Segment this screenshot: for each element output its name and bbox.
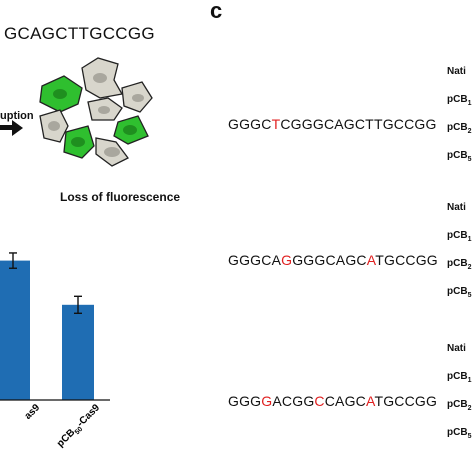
tick-label: pCB50-Cas9 [55, 402, 104, 451]
mutation-base: A [365, 393, 375, 409]
row-label: pCB5 [447, 150, 472, 163]
row-label: pCB1 [447, 94, 472, 107]
row-label: Nati [447, 202, 466, 213]
row-label: pCB2 [447, 258, 472, 271]
sequence-segment: TGCCGG [374, 393, 438, 409]
row-label: pCB1 [447, 371, 472, 384]
mutation-base: G [281, 252, 293, 268]
row-label: pCB2 [447, 399, 472, 412]
arrow-label: uption [0, 110, 34, 122]
mutation-base: T [271, 116, 281, 132]
sequence-segment: CAGC [324, 393, 366, 409]
bar [0, 260, 30, 400]
bar [62, 304, 94, 400]
mutation-base: C [314, 393, 325, 409]
sequence-segment: ACGG [272, 393, 315, 409]
figure-caption: Loss of fluorescence [60, 190, 181, 204]
error-bar [74, 295, 82, 315]
error-bar [9, 252, 17, 269]
arrow-head-icon [12, 120, 23, 136]
sequence-segment: GGGC [228, 116, 272, 132]
bar-chart: as9 pCB50-Cas9 [0, 252, 110, 451]
sequence-segment: GGGCAGC [292, 252, 367, 268]
row-label: pCB5 [447, 286, 472, 299]
sequence-segment: GGG [228, 393, 262, 409]
arrow-shaft [0, 125, 14, 130]
row-label: pCB1 [447, 230, 472, 243]
mutation-base: A [366, 252, 376, 268]
target-sequence: GCAGCTTGCCGG [4, 24, 155, 43]
cell-illustration [39, 57, 153, 167]
row-label: pCB2 [447, 122, 472, 135]
variant-sequence: GGGCAGGGGCAGCATGCCGG [228, 252, 438, 268]
sequence-segment: TGCCGG [375, 252, 438, 268]
row-label: Nati [447, 66, 466, 77]
row-label: pCB5 [447, 427, 472, 440]
variant-sequence: GGGGACGGCCAGCATGCCGG [228, 393, 437, 409]
row-label: Nati [447, 343, 466, 354]
mutation-base: G [261, 393, 273, 409]
tick-label: as9 [23, 402, 43, 422]
variant-sequence: GGGCTCGGGCAGCTTGCCGG [228, 116, 437, 132]
sequence-segment: GGGCA [228, 252, 282, 268]
panel-c-label: c [210, 0, 223, 23]
sequence-segment: CGGGCAGCTTGCCGG [280, 116, 437, 132]
